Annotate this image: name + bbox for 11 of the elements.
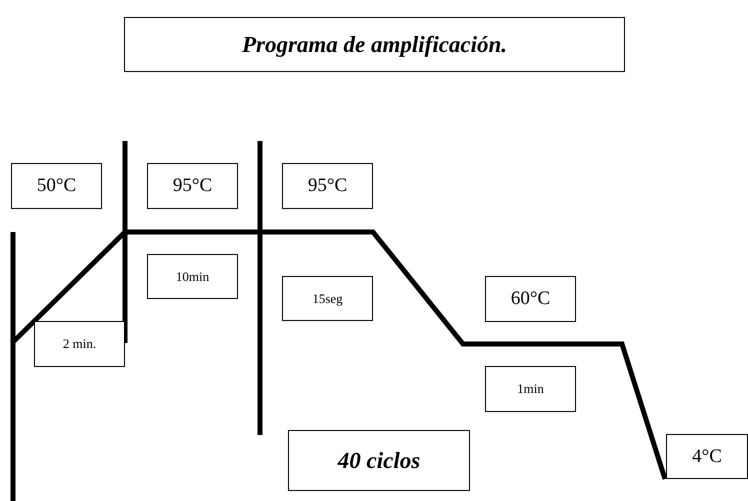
cycle-count-label: 40 ciclos xyxy=(288,430,470,491)
temperature-label: 4°C xyxy=(666,434,748,479)
duration-label: 2 min. xyxy=(34,321,125,367)
temperature-label: 95°C xyxy=(147,163,238,209)
temperature-label: 95°C xyxy=(282,163,373,209)
duration-label: 15seg xyxy=(282,276,373,321)
temperature-label: 50°C xyxy=(11,163,102,209)
temperature-label: 60°C xyxy=(485,276,576,322)
duration-label: 1min xyxy=(485,366,576,412)
duration-label: 10min xyxy=(147,254,238,299)
title: Programa de amplificación. xyxy=(124,17,625,72)
